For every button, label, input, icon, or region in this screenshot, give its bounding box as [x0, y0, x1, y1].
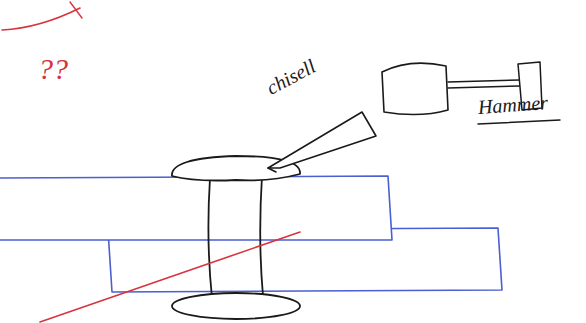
chisel-label: chisell [263, 55, 320, 100]
question-marks: ?? [38, 52, 68, 86]
hammer-label: Hammer [477, 91, 548, 119]
